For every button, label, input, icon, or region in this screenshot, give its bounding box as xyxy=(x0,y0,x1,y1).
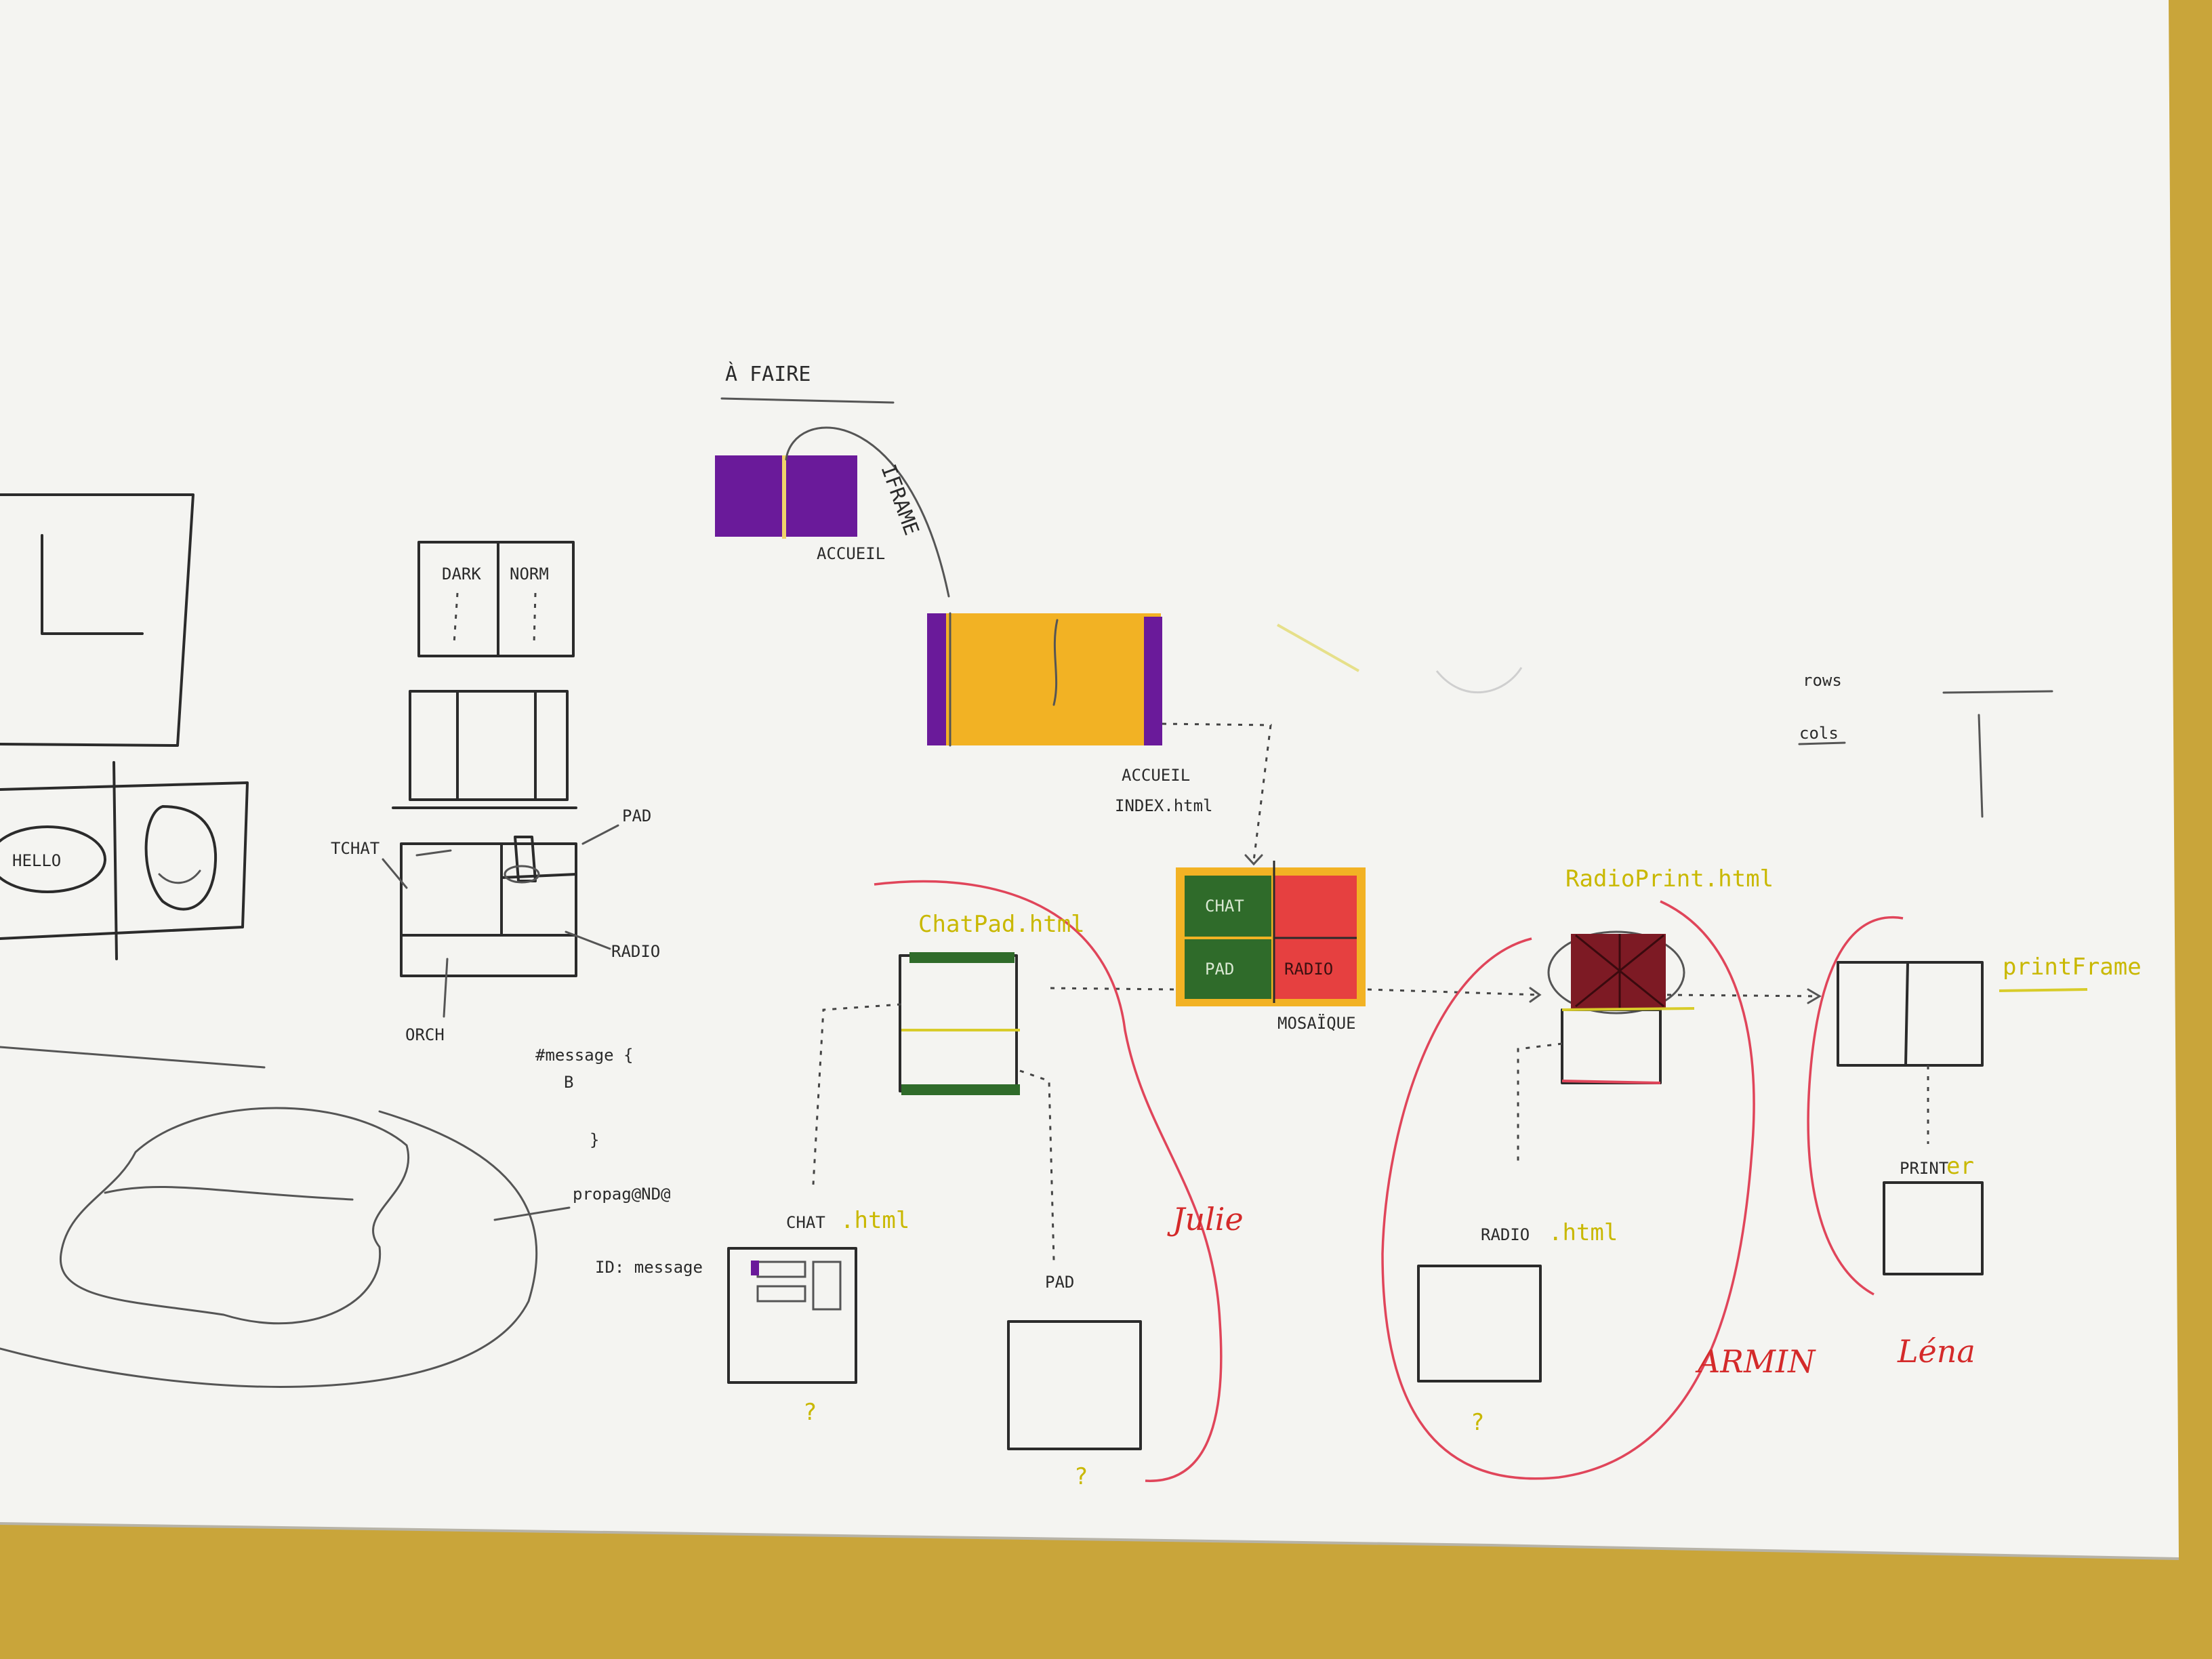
chat-tile-label: CHAT xyxy=(1205,897,1244,916)
purple-side-left xyxy=(927,613,946,745)
purple-block-left xyxy=(715,455,783,537)
radioprint-to-printframe-arrow xyxy=(1666,994,1817,998)
lena-outline xyxy=(1807,916,1904,1296)
lena-name: Léna xyxy=(1897,1333,1975,1370)
lena-group: printFrame PRINT er Léna xyxy=(1807,916,2142,1370)
chat-purple-mark xyxy=(751,1261,759,1275)
rows-label: rows xyxy=(1803,671,1842,690)
chat-html-suffix: .html xyxy=(840,1207,909,1234)
propaganda-label: propag@ND@ xyxy=(573,1185,671,1204)
printer-suffix: er xyxy=(1946,1153,1974,1180)
radio-html-suffix: .html xyxy=(1549,1219,1618,1246)
hello-face-sketch: HELLO xyxy=(0,761,249,960)
chat-html-label: CHAT xyxy=(786,1213,825,1232)
radio-top-label: RADIO xyxy=(611,942,660,961)
a-faire-title: À FAIRE xyxy=(725,362,811,386)
printer-label: PRINT xyxy=(1900,1159,1948,1178)
cols-label: cols xyxy=(1799,724,1839,743)
panel-wireframe-2 xyxy=(392,690,577,809)
orch-label: ORCH xyxy=(405,1025,445,1044)
armin-group: RadioPrint.html RADIO .html ? ARMIN xyxy=(1381,865,1816,1480)
pad-tile xyxy=(1185,939,1271,999)
message-rule: #message { xyxy=(535,1046,634,1065)
radio-tile-label: RADIO xyxy=(1284,960,1333,979)
julie-group: ChatPad.html CHAT .html PAD ? ? Julie xyxy=(727,880,1244,1490)
armin-outline xyxy=(1381,900,1755,1480)
message-close: } xyxy=(590,1130,599,1149)
chatpad-bottom-bar xyxy=(901,1084,1020,1095)
left-screen-sketch xyxy=(0,493,194,747)
mosaique-to-radioprint-arrow xyxy=(1367,988,1539,996)
chatpad-html-label: ChatPad.html xyxy=(918,911,1085,938)
printer-page-sketch xyxy=(1883,1181,1984,1275)
pad-top-label: PAD xyxy=(622,806,651,825)
julie-name: Julie xyxy=(1167,1201,1244,1237)
mosaique-tile: CHAT PAD RADIO MOSAÏQUE xyxy=(1176,861,1366,1033)
chat-tile xyxy=(1185,876,1271,937)
purple-side-right xyxy=(1144,617,1162,745)
chat-question: ? xyxy=(803,1399,817,1426)
chatpad-top-bar xyxy=(909,952,1015,963)
paper-sheet xyxy=(0,0,2179,1559)
accueil-top-label: ACCUEIL xyxy=(817,544,885,563)
propaganda-blob: propag@ND@ #message { B } ID: message xyxy=(0,1046,703,1388)
dark-norm-wireframe: DARK NORM xyxy=(417,541,575,657)
orange-frame xyxy=(927,613,1161,745)
index-html-label: INDEX.html xyxy=(1115,796,1213,815)
rows-cols-note: rows cols xyxy=(1798,671,2053,818)
chat-page-sketch xyxy=(727,1247,857,1384)
mosaique-label: MOSAÏQUE xyxy=(1277,1013,1356,1033)
armin-name: ARMIN xyxy=(1695,1343,1816,1380)
id-message-label: ID: message xyxy=(595,1258,703,1277)
message-b: B xyxy=(564,1073,573,1092)
printframe-label: printFrame xyxy=(2003,954,2142,981)
hello-text: HELLO xyxy=(12,851,61,870)
norm-label: NORM xyxy=(510,565,549,583)
dark-label: DARK xyxy=(442,565,481,583)
purple-block-right xyxy=(786,455,857,537)
accueil-label: ACCUEIL xyxy=(1122,766,1190,785)
pad-question: ? xyxy=(1074,1463,1088,1490)
radio-question: ? xyxy=(1471,1409,1484,1436)
radio-html-label: RADIO xyxy=(1481,1225,1530,1244)
pad-tile-label: PAD xyxy=(1205,960,1234,979)
a-faire-header: À FAIRE xyxy=(720,362,895,404)
julie-outline xyxy=(874,880,1223,1482)
pad-page-sketch xyxy=(1007,1320,1142,1450)
printframe-page xyxy=(1837,961,1984,1067)
chat-pad-radio-wireframe: TCHAT PAD RADIO ORCH xyxy=(331,806,660,1044)
radio-page-sketch xyxy=(1417,1265,1542,1382)
tchat-label: TCHAT xyxy=(331,839,380,858)
radioprint-html-label: RadioPrint.html xyxy=(1565,865,1774,893)
accueil-orange-frame: ACCUEIL INDEX.html xyxy=(927,612,1272,866)
accueil-purple-blocks: ACCUEIL xyxy=(715,455,885,563)
pad-label: PAD xyxy=(1045,1273,1074,1292)
